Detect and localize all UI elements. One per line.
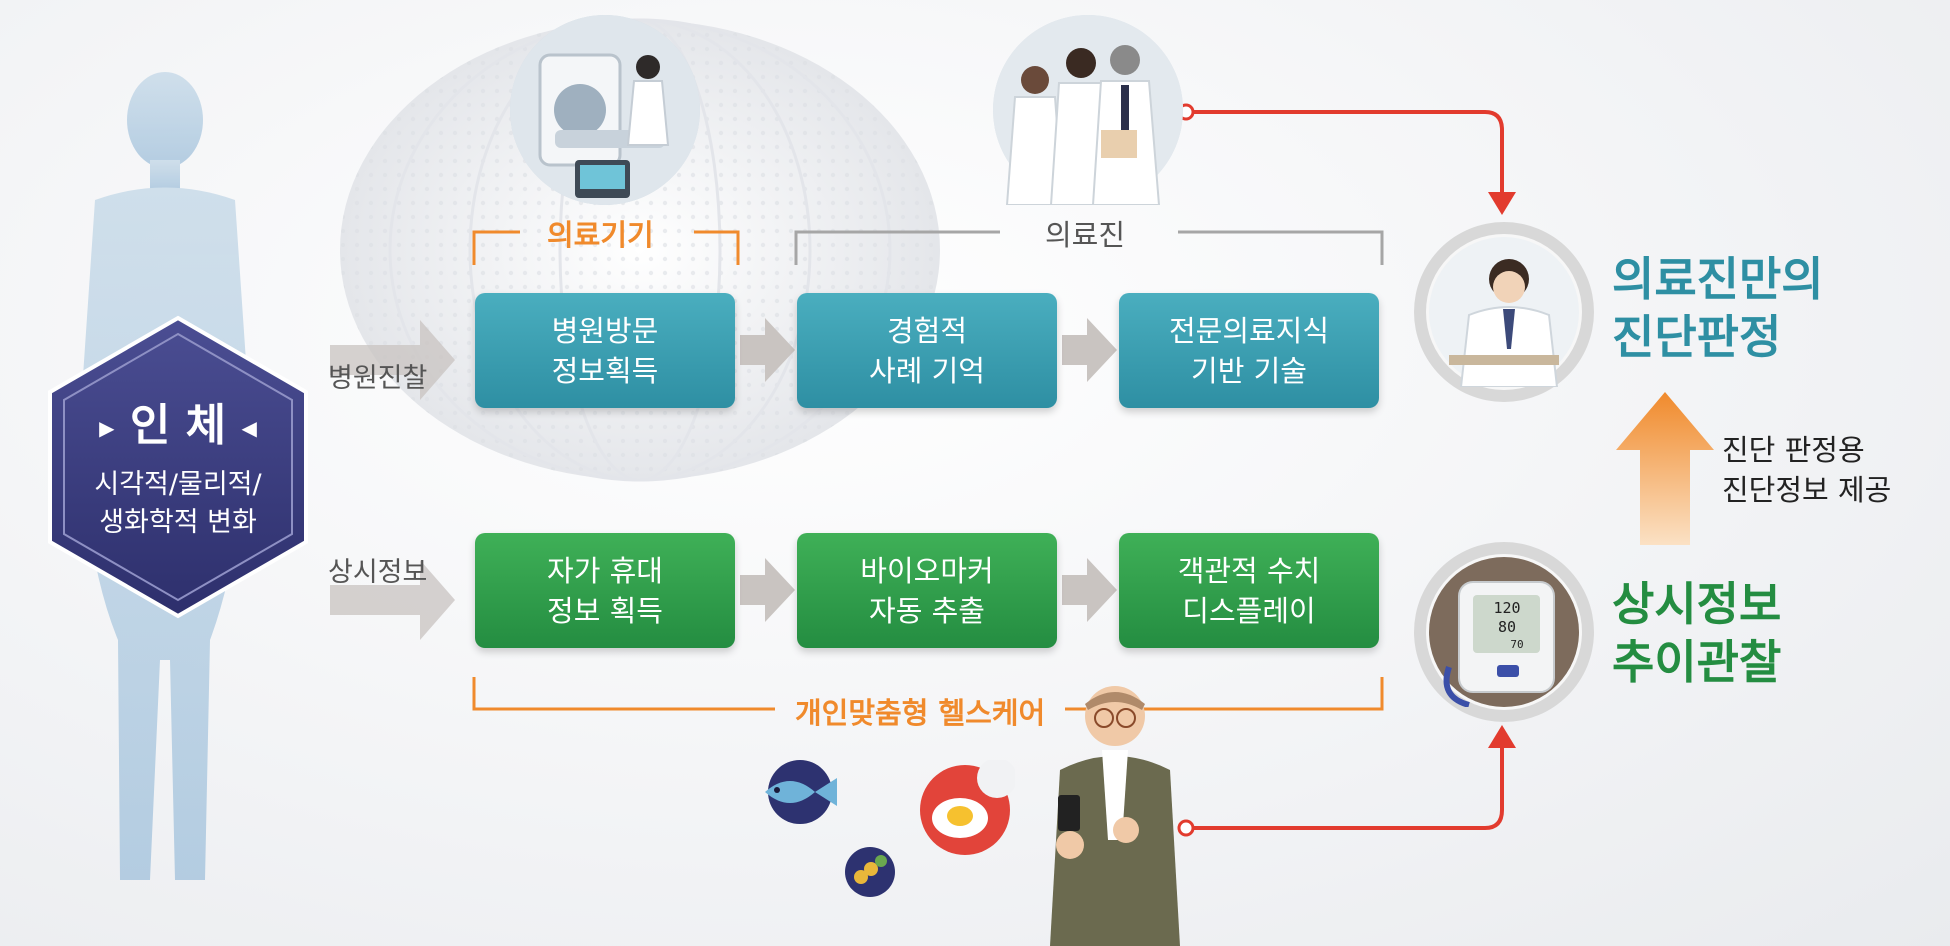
monitor-readout-systolic: 120 xyxy=(1493,599,1520,617)
bracket-personal xyxy=(472,677,1384,711)
box-experience-memory: 경험적 사례 기억 xyxy=(797,293,1057,408)
box-hospital-visit: 병원방문 정보획득 xyxy=(475,293,735,408)
flow-arrow xyxy=(1062,318,1117,382)
connector-user-to-monitoring xyxy=(1186,745,1504,830)
flow-arrow xyxy=(1062,558,1117,622)
box-biomarker-extract: 바이오마커 자동 추출 xyxy=(797,533,1057,648)
outcome-diagnosis: 의료진만의 진단판정 xyxy=(1612,252,1824,364)
monitor-readout-diastolic: 80 xyxy=(1498,618,1516,636)
provide-up-arrow xyxy=(1616,392,1714,545)
flow-arrow xyxy=(740,558,795,622)
box-objective-display: 객관적 수치 디스플레이 xyxy=(1119,533,1379,648)
bracket-label-personal: 개인맞춤형 헬스케어 xyxy=(795,696,1046,730)
food-skewer-icon xyxy=(845,847,895,897)
monitor-readout-pulse: 70 xyxy=(1510,638,1523,651)
human-hexagon xyxy=(48,315,308,619)
right-triangle-icon: ◀ xyxy=(241,416,257,440)
provide-note: 진단 판정용 진단정보 제공 xyxy=(1722,433,1892,507)
input-arrow-hospital xyxy=(330,320,455,400)
flow-arrow xyxy=(740,318,795,382)
bracket-label-device: 의료기기 xyxy=(547,218,654,252)
human-title: 인 체 xyxy=(129,400,227,451)
human-subtitle-line-1: 시각적/물리적/ xyxy=(94,469,262,500)
left-triangle-icon: ▶ xyxy=(99,416,115,440)
fish-icon xyxy=(765,760,837,824)
human-label-group: ▶ 인 체 ◀ 시각적/물리적/ 생화학적 변화 xyxy=(60,398,296,542)
blood-pressure-monitor-photo: 120 80 70 xyxy=(1429,557,1579,707)
connector-staff-to-diagnosis xyxy=(1186,110,1504,195)
bracket-label-staff: 의료진 xyxy=(1045,218,1126,252)
box-expert-knowledge: 전문의료지식 기반 기술 xyxy=(1119,293,1379,408)
row-label-hospital: 병원진찰 xyxy=(328,363,428,394)
ct-scanner-photo xyxy=(510,15,700,205)
medical-staff-photo xyxy=(993,15,1183,205)
row-label-constant: 상시정보 xyxy=(328,557,428,588)
input-arrow-constant xyxy=(330,560,455,640)
bracket-device xyxy=(472,230,740,265)
outcome-monitoring: 상시정보 추이관찰 xyxy=(1612,577,1782,689)
doctor-photo xyxy=(1429,237,1579,387)
user-with-phone-illustration xyxy=(1050,686,1180,946)
human-subtitle-line-2: 생화학적 변화 xyxy=(99,507,257,538)
egg-icon xyxy=(920,760,1015,855)
bracket-staff xyxy=(794,230,1384,265)
box-self-portable: 자가 휴대 정보 획득 xyxy=(475,533,735,648)
